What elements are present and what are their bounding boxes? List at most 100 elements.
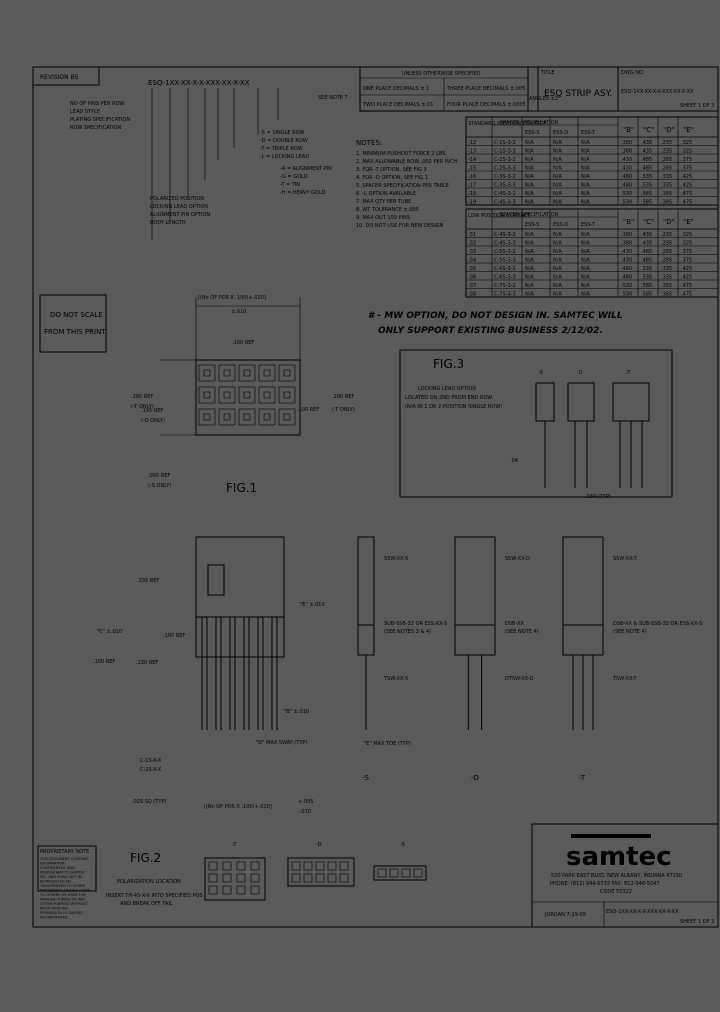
fig2-line2: INSERT TH-4S-X-X INTO SPECIFIED POS [106, 893, 203, 899]
spacer-cell: .385 [661, 292, 672, 298]
spacer-cell: C-4S-3-2 [494, 232, 516, 238]
fig1-dim-295: .295 REF [131, 394, 153, 400]
spacer-cell: .235 [661, 149, 672, 155]
spacer-cell: N/A [581, 166, 590, 172]
fig2-pin [303, 861, 313, 871]
fig2-pin [327, 873, 337, 883]
mw-note-line1: # - MW OPTION, DO NOT DESIGN IN. SAMTEC … [368, 311, 623, 321]
contact-cell [278, 408, 296, 426]
tolerance-block: UNLESS OTHERWISE SPECIFIED ONE PLACE DEC… [359, 66, 561, 112]
spacer-cell: N/A [525, 258, 534, 264]
proprietary-line: PROPRIETARY TO SAMTEC [40, 871, 86, 875]
spacer-cell: C-7S-3-3 [494, 292, 516, 298]
spacer-cell: .375 [681, 166, 692, 172]
spacer-cell: .335 [661, 275, 672, 281]
spacer-cell: N/A [525, 183, 534, 189]
company-block: samtec 520 PARK EAST BLVD, NEW ALBANY, I… [531, 823, 719, 928]
spacer-cell: -15 [468, 166, 476, 172]
spacer-cell: N/A [525, 157, 534, 163]
spacer-cell: .530 [621, 292, 632, 298]
end-view-label: -T [579, 774, 586, 782]
spacer-cell: .475 [681, 200, 692, 206]
proprietary-line: MANUFACTURING OR ANY [40, 898, 86, 902]
spacer-cell: .380 [621, 232, 632, 238]
fig3-dim-bottom: .030 (TYP) [585, 494, 611, 500]
pn-callout: ALIGNMENT PIN OPTION [150, 212, 210, 218]
fig2-pin [303, 873, 313, 883]
spacer-cell: .535 [641, 266, 652, 272]
spacer-cell: .435 [641, 140, 652, 146]
proprietary-title: PROPRIETARY NOTE [40, 849, 89, 855]
spacer-cell: .585 [641, 200, 652, 206]
spacer-cell: .325 [681, 149, 692, 155]
fig2-pin [339, 873, 349, 883]
fig1-dim-100: .100 REF [297, 407, 319, 413]
spacer-cell: .385 [661, 283, 672, 289]
contact-cell [198, 364, 216, 382]
end-view-note: (SEE NOTE 4) [613, 629, 647, 635]
pn-callout: BODY LENGTH [150, 220, 186, 226]
spacer-cell: N/A [581, 232, 590, 238]
spacer-letter: "D" [663, 126, 675, 134]
note-item: 7. MAX QTY PER TUBE [356, 199, 411, 205]
spacer-cell: .480 [621, 174, 632, 180]
fig3-view-s: -S [538, 370, 543, 376]
fig1-dim-195: .195 REF [141, 408, 163, 414]
contact-cell [198, 386, 216, 404]
fig2-pin [250, 885, 260, 895]
contact-cell [258, 408, 276, 426]
note-item: 2. MAX ALLOWABLE BOW .002 PER INCH [356, 159, 457, 165]
side-lead-1: C-1S-X-X [140, 758, 162, 764]
pn-callout: POLARIZED POSITION [150, 196, 204, 202]
spacer-cell: C-1S-3-3 [494, 149, 516, 155]
fig1-dim-t-only: (-T ONLY) [131, 404, 154, 410]
spacer-cell: .435 [641, 232, 652, 238]
spacer-cell: -13 [468, 149, 476, 155]
fig1-top-dim: [(No OF POS X .100)+.020] [198, 295, 266, 301]
spacer-cell: .430 [621, 249, 632, 255]
spacer-cell: N/A [525, 266, 534, 272]
spacer-cell: C-2S-3-2 [494, 157, 516, 163]
spacer-subcol: ESS-D [553, 130, 568, 136]
spacer-cell: N/A [581, 191, 590, 197]
pn-callout: ROW SPECIFICATION [70, 125, 122, 131]
contact-cell [278, 386, 296, 404]
spacer-cell: .335 [661, 174, 672, 180]
fig3-sub2: LOCATED ON 2ND FROM END ROW [405, 395, 492, 401]
spacer-cell: N/A [553, 249, 562, 255]
spacer-cell: -35 [468, 266, 476, 272]
spacer-cell: .485 [641, 258, 652, 264]
contact-cell [198, 408, 216, 426]
fig3-sub: LOCKING LEAD OPTION [418, 386, 476, 392]
contact-cell [258, 364, 276, 382]
note-item: 6. -L OPTION AVAILABLE [356, 191, 416, 197]
spacer-cell: .535 [641, 174, 652, 180]
fig2-label: FIG.2 [130, 851, 161, 865]
spacer-cell: C-4S-3-3 [494, 200, 516, 206]
spacer-letter: "E" [683, 218, 694, 226]
pn-callout: -T = TIN [280, 182, 300, 188]
side-dim-e: "E" ±.010 [300, 602, 325, 608]
spacer-cell: N/A [581, 266, 590, 272]
spacer-cell: C-6S-3-2 [494, 266, 516, 272]
spacer-cell: .480 [621, 183, 632, 189]
contact-cell [238, 364, 256, 382]
note-item: 9. MAX OUT 100 PINS [356, 215, 410, 221]
spacer-cell: N/A [553, 283, 562, 289]
pn-callout: -H = HEAVY GOLD [280, 190, 326, 196]
spacer-subcol: ESS-S [525, 130, 540, 136]
spacer-cell: N/A [553, 232, 562, 238]
spacer-cell: .480 [621, 266, 632, 272]
spacer-cell: N/A [553, 183, 562, 189]
spacer-cell: .425 [681, 275, 692, 281]
notes-block: NOTES: 1. MINIMUM PUSHOUT FORCE 2 LBS.2.… [356, 139, 457, 229]
fig1-dim-200: .200 REF [332, 394, 354, 400]
spacer-cell: .425 [681, 266, 692, 272]
drawn-by: JORDAN 7-19-05 [544, 912, 586, 918]
samtec-logo-text: samtec [566, 842, 672, 872]
spacer-cell: .430 [621, 258, 632, 264]
do-not-scale-line1: DO NOT SCALE [50, 311, 103, 319]
fig2-pin [377, 868, 387, 878]
